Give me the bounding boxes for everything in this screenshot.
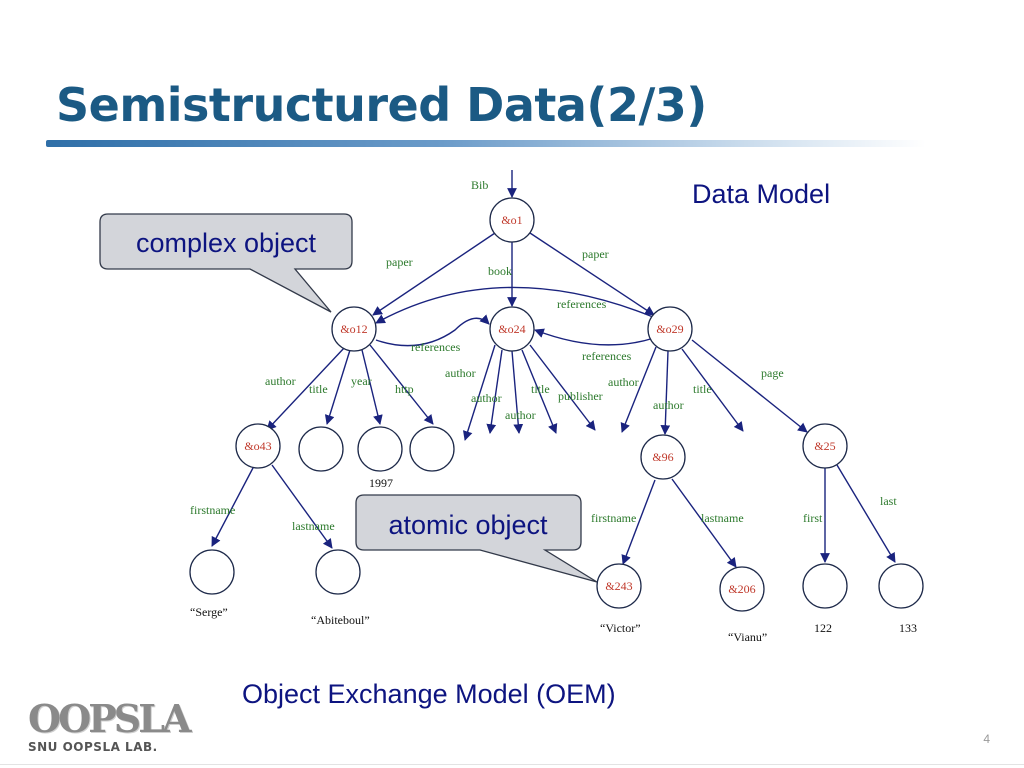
edge-o24-title: [521, 349, 558, 434]
node-96: [640, 434, 686, 480]
node-year-value: [357, 426, 403, 472]
label-o12-year: year: [351, 374, 372, 388]
node-o1: [489, 197, 535, 243]
oem-caption: Object Exchange Model (OEM): [242, 679, 616, 709]
node-id-o1: &o1: [501, 213, 522, 227]
label-o29-page: page: [761, 366, 784, 380]
label-96-firstname: firstname: [591, 511, 636, 525]
edge-96-206: [671, 478, 737, 568]
label-o12-title: title: [309, 382, 328, 396]
callout-complex-text: complex object: [136, 228, 317, 258]
node-243: [596, 563, 642, 609]
label-o24-publisher: publisher: [558, 389, 603, 403]
node-25: [802, 423, 848, 469]
node-id-96: &96: [652, 450, 673, 464]
edge-o29-o24-references: [534, 328, 655, 346]
value-year: 1997: [369, 476, 393, 490]
label-o29-title: title: [693, 382, 712, 396]
label-book: book: [488, 264, 512, 278]
node-o12: [331, 306, 377, 352]
node-id-o29: &o29: [656, 322, 683, 336]
label-o24-author-c: author: [505, 408, 536, 422]
edge-o12-year: [361, 349, 383, 425]
label-references-top: references: [557, 297, 607, 311]
node-o24: [489, 306, 535, 352]
edge-o29-25: [691, 339, 808, 433]
node-206: [719, 566, 765, 612]
node-id-243: &243: [605, 579, 632, 593]
edges: [211, 170, 896, 568]
node-first-value: [802, 563, 848, 609]
node-serge: [189, 549, 235, 595]
label-25-first: first: [803, 511, 823, 525]
label-paper-right: paper: [582, 247, 609, 261]
label-references-mid: references: [411, 340, 461, 354]
edge-o29-96: [660, 350, 671, 435]
label-o12-author: author: [265, 374, 296, 388]
label-25-last: last: [880, 494, 897, 508]
node-http-value: [409, 426, 455, 472]
edge-o12-http: [369, 344, 434, 425]
node-abiteboul: [315, 549, 361, 595]
node-title-value: [298, 426, 344, 472]
node-id-25: &25: [814, 439, 835, 453]
edge-o24-author-a: [462, 344, 496, 441]
node-last-value: [878, 563, 924, 609]
edge-o29-title: [681, 348, 744, 432]
callout-complex-object: complex object: [99, 213, 353, 313]
page-number: 4: [983, 732, 990, 746]
label-o24-author-b: author: [471, 391, 502, 405]
edge-o1-o12: [372, 232, 496, 316]
label-o24-author-a: author: [445, 366, 476, 380]
bottom-rule: [0, 764, 1024, 765]
node-id-o12: &o12: [340, 322, 367, 336]
value-victor: “Victor”: [600, 621, 641, 635]
edge-o43-lastname: [271, 464, 333, 549]
callout-atomic-object: atomic object: [355, 494, 598, 583]
callout-atomic-text: atomic object: [388, 510, 548, 540]
edge-o24-author-b: [486, 349, 503, 434]
value-vianu: “Vianu”: [728, 630, 767, 644]
label-entry-bib: Bib: [471, 178, 488, 192]
edge-o29-o12-references: [375, 286, 654, 324]
node-o43: [235, 423, 281, 469]
title-rule: [46, 140, 926, 147]
edge-o29-author-a: [620, 346, 657, 433]
edge-o1-o29: [529, 232, 655, 316]
label-o24-title: title: [531, 382, 550, 396]
edge-o24-publisher: [529, 344, 596, 431]
label-paper-left: paper: [386, 255, 413, 269]
edge-o12-o24-references: [375, 314, 490, 347]
data-model-heading: Data Model: [692, 179, 830, 209]
label-o12-http: http: [395, 382, 414, 396]
label-o43-lastname: lastname: [292, 519, 335, 533]
label-o29-author-a: author: [608, 375, 639, 389]
oopsla-logo: OOPSLA SNU OOPSLA LAB.: [28, 696, 191, 755]
edge-o24-author-c: [511, 350, 524, 434]
node-id-o24: &o24: [498, 322, 525, 336]
edge-25-last: [836, 464, 896, 563]
edge-o43-firstname: [211, 465, 255, 547]
nodes: [189, 197, 924, 612]
edge-96-243: [621, 479, 656, 565]
node-id-206: &206: [728, 582, 755, 596]
label-references-right: references: [582, 349, 632, 363]
logo-mark: OOPSLA: [28, 696, 191, 741]
value-serge: “Serge”: [190, 605, 228, 619]
label-96-lastname: lastname: [701, 511, 744, 525]
slide-title: Semistructured Data(2/3): [56, 78, 707, 132]
edge-o12-title: [324, 349, 351, 425]
label-o43-firstname: firstname: [190, 503, 235, 517]
label-o29-author-b: author: [653, 398, 684, 412]
node-id-o43: &o43: [244, 439, 271, 453]
node-o29: [647, 306, 693, 352]
logo-lab-text: SNU OOPSLA LAB.: [28, 740, 158, 754]
value-122: 122: [814, 621, 832, 635]
value-133: 133: [899, 621, 917, 635]
edge-o12-o43: [266, 346, 346, 431]
value-abiteboul: “Abiteboul”: [311, 613, 370, 627]
